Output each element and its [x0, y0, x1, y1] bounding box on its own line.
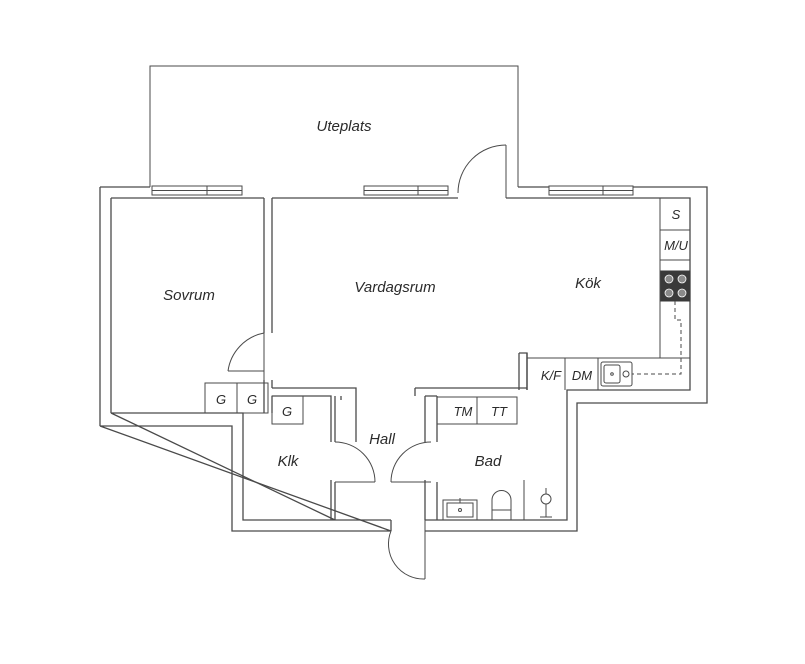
- washbasin-icon: [442, 498, 478, 521]
- label-sovrum: Sovrum: [163, 287, 215, 304]
- label-g-3: G: [282, 404, 292, 419]
- door-klk: [334, 396, 376, 520]
- shower-icon: [540, 488, 552, 518]
- terrace-outline: [149, 65, 519, 187]
- label-kok: Kök: [575, 275, 602, 292]
- window-kok: [548, 185, 634, 196]
- label-bad: Bad: [475, 453, 502, 470]
- label-tm: TM: [454, 404, 473, 419]
- label-g-2: G: [247, 392, 257, 407]
- window-sovrum: [151, 185, 243, 196]
- label-g-1: G: [216, 392, 226, 407]
- label-mu: M/U: [664, 238, 688, 253]
- wall-bad-top: [424, 395, 437, 520]
- entrance-door: [387, 520, 426, 580]
- label-vardagsrum: Vardagsrum: [354, 279, 435, 296]
- label-tt: TT: [491, 404, 508, 419]
- label-dm: DM: [572, 368, 592, 383]
- wall-sovrum-vardagsrum: [263, 198, 273, 413]
- label-uteplats: Uteplats: [316, 118, 372, 135]
- wardrobe-klk: [271, 395, 304, 425]
- toilet-icon: [491, 490, 512, 521]
- wardrobes-sovrum: [204, 382, 269, 414]
- door-bad: [390, 441, 432, 483]
- stove-icon: [660, 270, 691, 302]
- window-vardagsrum: [363, 185, 449, 196]
- kitchen-counter: [527, 357, 660, 390]
- wall-klk: [272, 387, 357, 520]
- kitchen-cabinets: [659, 197, 691, 359]
- laundry-cabinet: [436, 396, 518, 425]
- label-kf: K/F: [541, 368, 562, 383]
- wall-bad: [414, 353, 528, 520]
- label-s: S: [672, 207, 681, 222]
- outer-wall: [99, 186, 708, 532]
- counter-dash: [632, 301, 682, 375]
- sink-icon: [600, 361, 633, 387]
- door-sovrum: [227, 332, 265, 380]
- wall-kitchen-counter-end: [518, 352, 528, 390]
- label-hall: Hall: [369, 431, 396, 448]
- label-klk: Klk: [278, 453, 300, 470]
- inner-wall: [110, 197, 691, 521]
- terrace-door: [457, 144, 507, 198]
